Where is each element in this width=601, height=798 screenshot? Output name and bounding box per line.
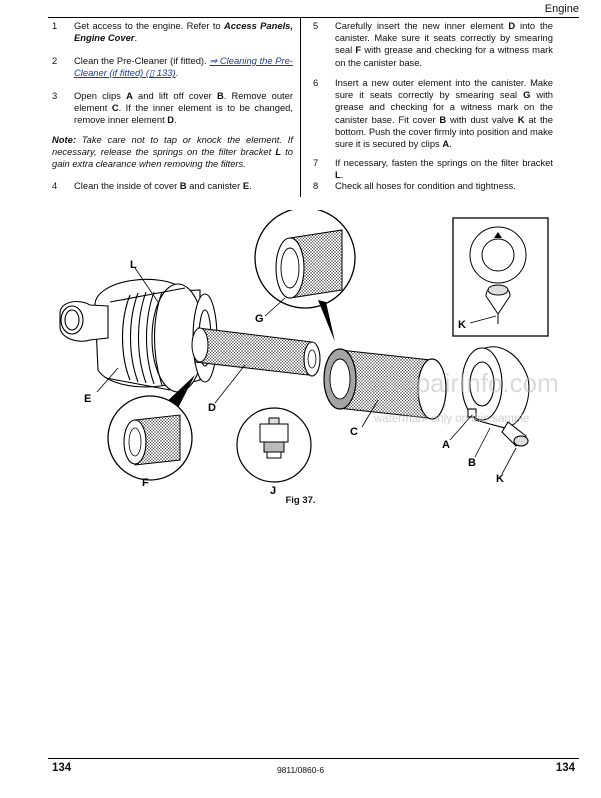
text-run: Carefully insert the new inner element xyxy=(335,20,509,31)
text-run: Clean the inside of cover xyxy=(74,180,180,191)
page-number-right: 134 xyxy=(555,762,575,774)
label-c: C xyxy=(350,426,358,438)
text-run: . xyxy=(134,32,138,44)
step-7: 7 If necessary, fasten the springs on th… xyxy=(313,157,553,180)
label-e: E xyxy=(84,393,91,405)
air-filter-exploded-diagram: L G E D C A B K F J K xyxy=(59,210,549,497)
footer-rule xyxy=(48,758,579,759)
text-run: . xyxy=(340,169,344,181)
text-run: to gain extra clearance when removing th… xyxy=(52,146,293,170)
bold-text: K xyxy=(517,113,525,125)
inset-j xyxy=(236,407,312,483)
text-run: . Remove outer element xyxy=(74,90,294,114)
bold-text: Note: xyxy=(52,134,76,145)
text-run: . xyxy=(175,67,179,79)
label-d: D xyxy=(208,402,216,414)
header-section-title: Engine xyxy=(544,3,579,15)
document-number: 9811/0860-6 xyxy=(276,765,325,775)
inset-g xyxy=(254,210,356,342)
label-g: G xyxy=(255,313,264,325)
step-text: Check all hoses for condition and tightn… xyxy=(335,180,553,192)
step-3: 3 Open clips A and lift off cover B. Rem… xyxy=(52,90,293,128)
watermark: eRepairInfo.com xyxy=(368,368,559,398)
label-a: A xyxy=(442,439,450,451)
reference-text: Access Panels, Engine Cover xyxy=(74,20,294,44)
cross-reference-link[interactable]: ⇒ Cleaning the Pre-Cleaner (if fitted) (… xyxy=(74,55,293,79)
step-text: Insert a new outer element into the cani… xyxy=(335,77,553,150)
inset-f xyxy=(107,395,193,481)
step-text: Carefully insert the new inner element D… xyxy=(335,20,553,69)
outer-element xyxy=(323,348,447,420)
page-number-left: 134 xyxy=(52,762,72,774)
column-divider xyxy=(300,17,301,197)
step-text: Clean the inside of cover B and canister… xyxy=(74,180,293,192)
text-run: Clean the Pre-Cleaner (if fitted). xyxy=(74,55,210,66)
text-run: and lift off cover xyxy=(132,90,217,101)
step-4: 4 Clean the inside of cover B and canist… xyxy=(52,180,293,194)
bold-text: B xyxy=(216,90,224,101)
text-run: and canister xyxy=(186,180,243,191)
step-6: 6 Insert a new outer element into the ca… xyxy=(313,77,553,151)
step-text: Open clips A and lift off cover B. Remov… xyxy=(74,90,293,127)
step-text: If necessary, fasten the springs on the … xyxy=(335,157,553,181)
leader-lines xyxy=(96,267,517,475)
step-number: 3 xyxy=(52,90,58,101)
inner-element xyxy=(191,327,321,377)
bold-text: A xyxy=(442,138,450,150)
text-run: Open clips xyxy=(74,90,127,101)
bold-text: L xyxy=(275,146,282,158)
watermark-subtext: watermark only on this sample xyxy=(374,413,530,425)
step-number: 6 xyxy=(313,77,319,88)
step-text[interactable]: Clean the Pre-Cleaner (if fitted). ⇒ Cle… xyxy=(74,55,293,79)
inset-k xyxy=(452,217,549,337)
figure-caption: Fig 37. xyxy=(285,495,316,506)
bold-text: E xyxy=(242,180,250,191)
text-run: with dust valve xyxy=(446,113,518,125)
text-run: Check all hoses for condition and tightn… xyxy=(335,180,516,191)
header-rule xyxy=(48,17,579,18)
bold-text: D xyxy=(167,114,175,126)
label-b: B xyxy=(468,457,476,469)
bold-text: C xyxy=(111,102,119,114)
cover xyxy=(461,346,530,447)
step-number: 1 xyxy=(52,20,58,31)
step-number: 8 xyxy=(313,180,319,191)
bold-text: F xyxy=(355,44,362,56)
label-k: K xyxy=(496,473,504,485)
step-5: 5 Carefully insert the new inner element… xyxy=(313,20,553,70)
step-text: Get access to the engine. Refer to Acces… xyxy=(74,20,293,44)
label-j: J xyxy=(270,485,276,497)
label-l: L xyxy=(130,259,137,271)
step-2: 2 Clean the Pre-Cleaner (if fitted). ⇒ C… xyxy=(52,55,293,81)
bold-text: D xyxy=(508,20,516,31)
text-run: into the canister. Make sure it seats co… xyxy=(335,20,553,56)
text-run: Take care not to tap or knock the elemen… xyxy=(52,134,293,158)
step-1: 1 Get access to the engine. Refer to Acc… xyxy=(52,20,293,46)
note: Note: Take care not to tap or knock the … xyxy=(52,134,293,171)
step-8: 8 Check all hoses for condition and tigh… xyxy=(313,180,553,194)
text-run: with grease and checking for a witness m… xyxy=(335,44,553,68)
text-run: . xyxy=(449,138,452,150)
label-k-inset: K xyxy=(458,319,466,331)
bold-text: A xyxy=(126,90,133,101)
step-number: 4 xyxy=(52,180,58,191)
bold-text: B xyxy=(179,180,187,191)
text-run: with grease and checking for a witness m… xyxy=(335,89,553,125)
text-run: Get access to the engine. Refer to xyxy=(74,20,224,31)
step-number: 7 xyxy=(313,157,319,168)
text-run: If necessary, fasten the springs on the … xyxy=(335,157,553,168)
text-run: at the bottom. Push the cover firmly int… xyxy=(335,113,553,150)
label-f: F xyxy=(142,477,149,489)
bold-text: L xyxy=(335,169,341,181)
text-run: . If the inner element is to be changed,… xyxy=(74,102,293,126)
step-number: 2 xyxy=(52,55,58,66)
bold-text: G xyxy=(523,89,531,101)
text-run: . xyxy=(249,180,252,191)
text-run: . xyxy=(174,114,177,126)
bold-text: B xyxy=(439,113,447,125)
text-run: Insert a new outer element into the cani… xyxy=(335,77,553,101)
step-number: 5 xyxy=(313,20,319,31)
